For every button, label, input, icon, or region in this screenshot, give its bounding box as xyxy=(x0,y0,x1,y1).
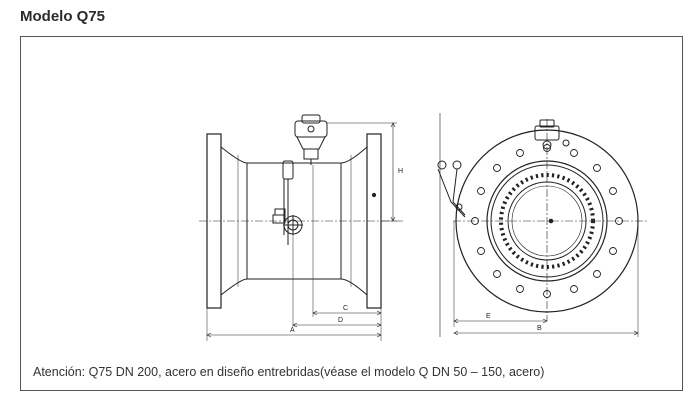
page-title: Modelo Q75 xyxy=(20,8,106,25)
dim-label-h: H xyxy=(398,168,403,175)
attention-note: Atención: Q75 DN 200, acero en diseño en… xyxy=(33,365,545,379)
front-view xyxy=(437,113,649,337)
dim-label-b: B xyxy=(537,325,542,332)
drawing-frame: H C D A E B Atención: Q75 DN 200, acero … xyxy=(20,36,683,391)
dim-label-e: E xyxy=(486,313,491,320)
bolt-holes xyxy=(471,144,623,298)
dim-label-c: C xyxy=(343,305,348,312)
technical-drawing: H C D A E B xyxy=(199,113,649,341)
dim-label-d: D xyxy=(338,317,343,324)
side-view xyxy=(199,114,403,341)
dim-label-a: A xyxy=(290,327,295,334)
